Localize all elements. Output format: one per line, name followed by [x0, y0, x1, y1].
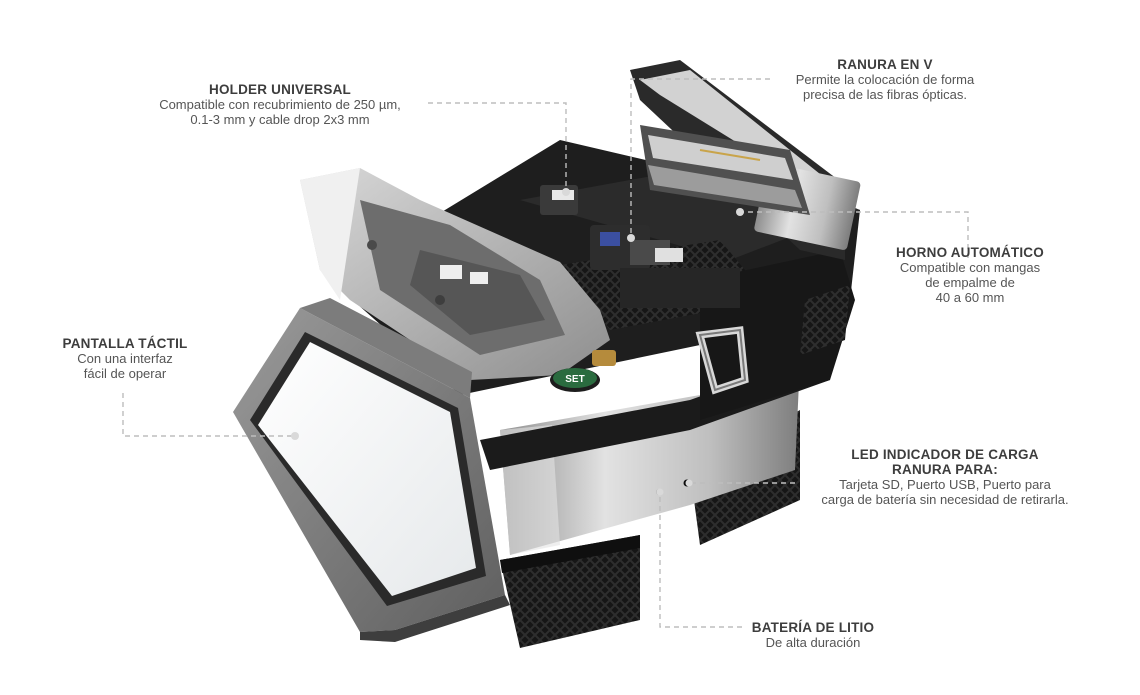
callout-vgroove-line1: Permite la colocación de forma: [795, 72, 975, 87]
callout-led: LED INDICADOR DE CARGA RANURA PARA: Tarj…: [785, 447, 1105, 507]
callout-oven: HORNO AUTOMÁTICO Compatible con mangas d…: [870, 245, 1070, 305]
indicator-button[interactable]: [592, 350, 616, 366]
leader-screen: [122, 393, 292, 437]
callout-holder-line2: 0.1-3 mm y cable drop 2x3 mm: [190, 112, 370, 127]
callout-oven-line1: Compatible con mangas: [899, 260, 1041, 275]
touch-screen-display[interactable]: [258, 342, 476, 596]
callout-screen-line2: fácil de operar: [83, 366, 167, 381]
callout-screen-title: PANTALLA TÁCTIL: [62, 336, 188, 351]
callout-led-title2: RANURA PARA:: [892, 462, 998, 477]
callout-vgroove-title: RANURA EN V: [837, 57, 933, 72]
callout-led-title1: LED INDICADOR DE CARGA: [851, 447, 1039, 462]
callout-battery: BATERÍA DE LITIO De alta duración: [728, 620, 898, 650]
callout-oven-line2: de empalme de: [925, 275, 1015, 290]
callout-oven-line3: 40 a 60 mm: [935, 290, 1005, 305]
callout-holder: HOLDER UNIVERSAL Compatible con recubrim…: [130, 82, 430, 127]
leader-battery-dot: [656, 488, 664, 496]
leader-battery: [659, 494, 742, 628]
callout-led-line2: carga de batería sin necesidad de retira…: [821, 492, 1069, 507]
fiber-holders: [540, 185, 740, 308]
set-button[interactable]: SET: [550, 368, 600, 392]
touchscreen-monitor[interactable]: [233, 298, 510, 642]
callout-screen: PANTALLA TÁCTIL Con una interfaz fácil d…: [45, 336, 205, 381]
leader-oven: [742, 211, 969, 258]
callout-holder-line1: Compatible con recubrimiento de 250 µm,: [159, 97, 401, 112]
callout-battery-line1: De alta duración: [765, 635, 861, 650]
leader-holder: [428, 102, 567, 190]
callout-screen-line1: Con una interfaz: [77, 351, 173, 366]
leader-holder-dot: [562, 188, 570, 196]
callout-vgroove-line2: precisa de las fibras ópticas.: [802, 87, 968, 102]
callout-holder-title: HOLDER UNIVERSAL: [209, 82, 351, 97]
heater-oven: [630, 60, 861, 260]
leader-led-dot: [685, 479, 693, 487]
leader-vgroove-dot: [627, 234, 635, 242]
leader-vgroove: [630, 78, 770, 236]
callout-led-line1: Tarjeta SD, Puerto USB, Puerto para: [839, 477, 1051, 492]
fiber-lid: [300, 168, 610, 380]
callout-oven-title: HORNO AUTOMÁTICO: [896, 245, 1044, 260]
callout-vgroove: RANURA EN V Permite la colocación de for…: [765, 57, 1005, 102]
svg-text:SET: SET: [565, 374, 584, 385]
carry-handle: [695, 326, 749, 395]
grip-bumper-left: [500, 535, 640, 648]
leader-screen-dot: [291, 432, 299, 440]
callout-battery-title: BATERÍA DE LITIO: [751, 620, 875, 635]
leader-oven-dot: [736, 208, 744, 216]
